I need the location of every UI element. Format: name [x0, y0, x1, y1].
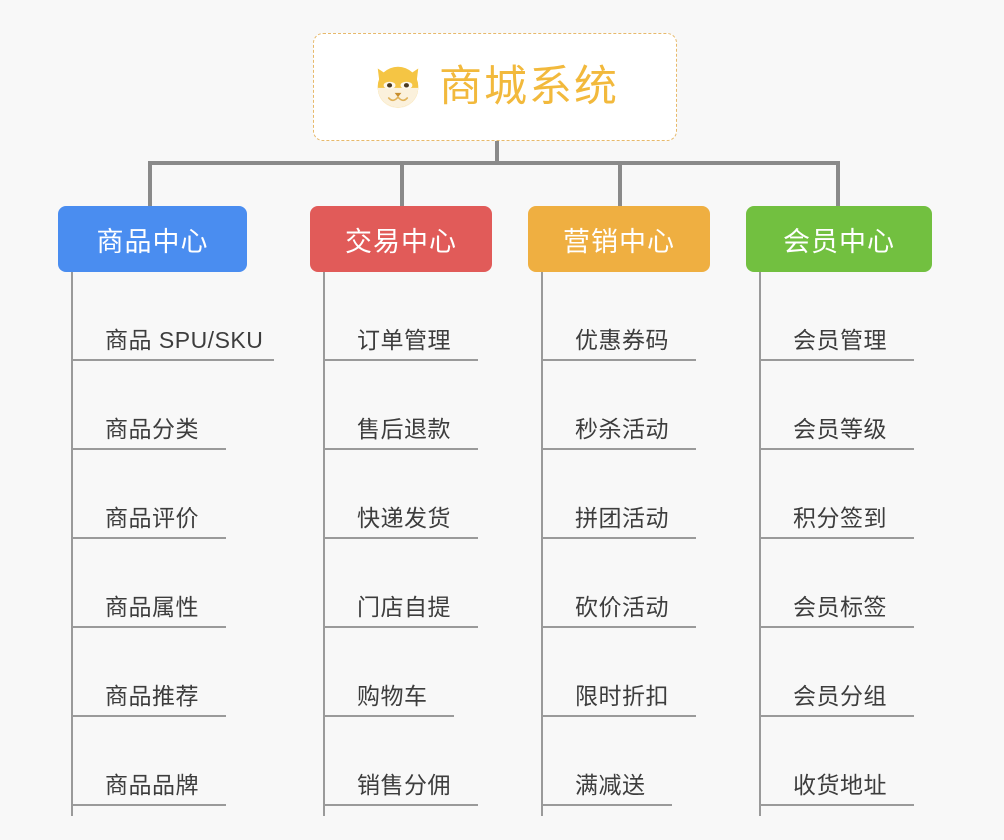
leaf-item-label: 门店自提	[357, 594, 451, 621]
leaf-item-label: 秒杀活动	[575, 416, 669, 443]
leaf-item[interactable]: 快递发货	[323, 450, 478, 539]
leaf-item-label: 商品品牌	[105, 772, 199, 799]
leaf-item-label: 会员等级	[793, 416, 887, 443]
leaf-item[interactable]: 会员分组	[759, 628, 914, 717]
leaf-item-label: 会员标签	[793, 594, 887, 621]
shiba-dog-face-icon	[377, 66, 419, 109]
connector-drop-marketing-center	[618, 161, 622, 206]
leaf-item-label: 满减送	[575, 772, 646, 799]
category-box-trade-center[interactable]: 交易中心	[310, 206, 492, 272]
root-title: 商城系统	[439, 62, 619, 111]
leaf-item-label: 拼团活动	[575, 505, 669, 532]
leaf-item-label: 会员管理	[793, 327, 887, 354]
leaf-item[interactable]: 商品 SPU/SKU	[71, 272, 274, 361]
leaf-item[interactable]: 商品属性	[71, 539, 226, 628]
leaf-item-label: 商品分类	[105, 416, 199, 443]
leaf-item[interactable]: 购物车	[323, 628, 454, 717]
category-box-member-center[interactable]: 会员中心	[746, 206, 932, 272]
leaf-trunk-line	[71, 272, 73, 816]
leaf-item[interactable]: 会员管理	[759, 272, 914, 361]
leaf-item-label: 商品推荐	[105, 683, 199, 710]
leaf-item-label: 商品 SPU/SKU	[105, 327, 264, 354]
leaf-item[interactable]: 商品分类	[71, 361, 226, 450]
leaf-item[interactable]: 收货地址	[759, 717, 914, 806]
leaf-item-label: 购物车	[357, 683, 428, 710]
connector-drop-member-center	[836, 161, 840, 206]
leaf-item[interactable]: 积分签到	[759, 450, 914, 539]
category-box-marketing-center[interactable]: 营销中心	[528, 206, 710, 272]
leaf-trunk-line	[323, 272, 325, 816]
leaf-item[interactable]: 秒杀活动	[541, 361, 696, 450]
leaf-item[interactable]: 商品评价	[71, 450, 226, 539]
leaf-item-label: 商品属性	[105, 594, 199, 621]
leaf-item-label: 积分签到	[793, 505, 887, 532]
leaf-trunk-line	[541, 272, 543, 816]
category-label: 会员中心	[783, 226, 895, 257]
leaf-item-label: 会员分组	[793, 683, 887, 710]
leaf-item[interactable]: 会员等级	[759, 361, 914, 450]
leaf-item[interactable]: 满减送	[541, 717, 672, 806]
connector-drop-product-center	[148, 161, 152, 206]
connector-root-stem	[495, 141, 499, 165]
leaf-item[interactable]: 砍价活动	[541, 539, 696, 628]
leaf-item-label: 销售分佣	[357, 772, 451, 799]
leaf-item[interactable]: 销售分佣	[323, 717, 478, 806]
leaf-item[interactable]: 会员标签	[759, 539, 914, 628]
category-label: 交易中心	[345, 226, 457, 257]
connector-horizontal-bus	[148, 161, 840, 165]
leaf-item-label: 订单管理	[357, 327, 451, 354]
leaf-item-label: 限时折扣	[575, 683, 669, 710]
leaf-item[interactable]: 商品品牌	[71, 717, 226, 806]
leaf-item[interactable]: 拼团活动	[541, 450, 696, 539]
leaf-item[interactable]: 售后退款	[323, 361, 478, 450]
leaf-item[interactable]: 限时折扣	[541, 628, 696, 717]
category-label: 商品中心	[96, 226, 209, 257]
leaf-trunk-line	[759, 272, 761, 816]
leaf-item-label: 收货地址	[793, 772, 887, 799]
root-node[interactable]: 商城系统	[313, 33, 677, 141]
leaf-item-label: 售后退款	[357, 416, 451, 443]
connector-drop-trade-center	[400, 161, 404, 206]
leaf-item-label: 优惠券码	[575, 327, 669, 354]
leaf-item-label: 砍价活动	[575, 594, 669, 621]
category-label: 营销中心	[563, 226, 675, 257]
leaf-item[interactable]: 订单管理	[323, 272, 478, 361]
category-box-product-center[interactable]: 商品中心	[58, 206, 247, 272]
leaf-item[interactable]: 优惠券码	[541, 272, 696, 361]
leaf-item[interactable]: 商品推荐	[71, 628, 226, 717]
leaf-item[interactable]: 门店自提	[323, 539, 478, 628]
leaf-item-label: 快递发货	[357, 505, 451, 532]
leaf-item-label: 商品评价	[105, 505, 199, 532]
